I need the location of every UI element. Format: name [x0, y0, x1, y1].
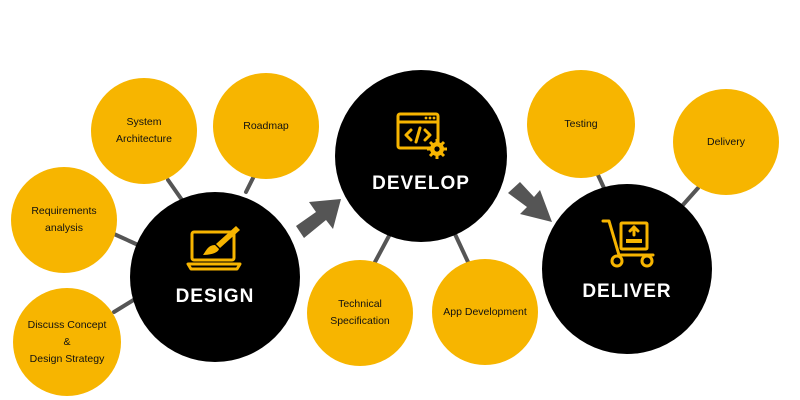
node-label: App Development	[443, 305, 527, 318]
node-label: &	[63, 335, 71, 348]
arrow-design-to-develop	[296, 199, 341, 238]
connector-app-development	[452, 230, 470, 264]
system-architecture-node: System Architecture	[91, 78, 197, 184]
node-label: System	[126, 116, 162, 128]
node-label: Roadmap	[243, 119, 289, 132]
arrow-develop-to-deliver	[508, 182, 552, 222]
testing-node: Testing	[527, 70, 635, 178]
deliver-stage: DELIVER	[542, 184, 712, 354]
design-title: DESIGN	[175, 286, 255, 307]
technical-specification-node: Technical Specification	[307, 260, 413, 366]
connector-requirements	[112, 232, 138, 246]
develop-stage: DEVELOP	[335, 70, 507, 242]
node-label: Specification	[330, 315, 390, 327]
connector-system-architecture	[166, 178, 184, 202]
node-label: Discuss Concept	[27, 318, 107, 331]
laptop-paintbrush-icon	[186, 224, 244, 272]
design-stage: DESIGN	[130, 192, 300, 362]
deliver-title: DELIVER	[582, 281, 672, 302]
connector-testing	[596, 173, 606, 190]
connector-delivery	[680, 186, 700, 208]
discuss-concept-node: Discuss Concept & Design Strategy	[13, 288, 121, 396]
requirements-analysis-node: Requirements analysis	[11, 167, 117, 273]
node-label: Design Strategy	[29, 352, 105, 365]
node-label: Delivery	[707, 135, 745, 148]
code-window-gear-icon	[395, 111, 447, 159]
roadmap-node: Roadmap	[213, 73, 319, 179]
node-label: Technical	[338, 298, 382, 310]
node-label: Testing	[564, 117, 598, 130]
delivery-node: Delivery	[673, 89, 779, 195]
hand-truck-box-icon	[599, 217, 655, 269]
develop-title: DEVELOP	[372, 173, 470, 194]
node-label: analysis	[45, 222, 83, 234]
node-label: Requirements	[31, 205, 97, 217]
connector-technical-specification	[373, 232, 392, 264]
app-development-node: App Development	[432, 259, 538, 365]
node-label: Architecture	[115, 133, 173, 145]
